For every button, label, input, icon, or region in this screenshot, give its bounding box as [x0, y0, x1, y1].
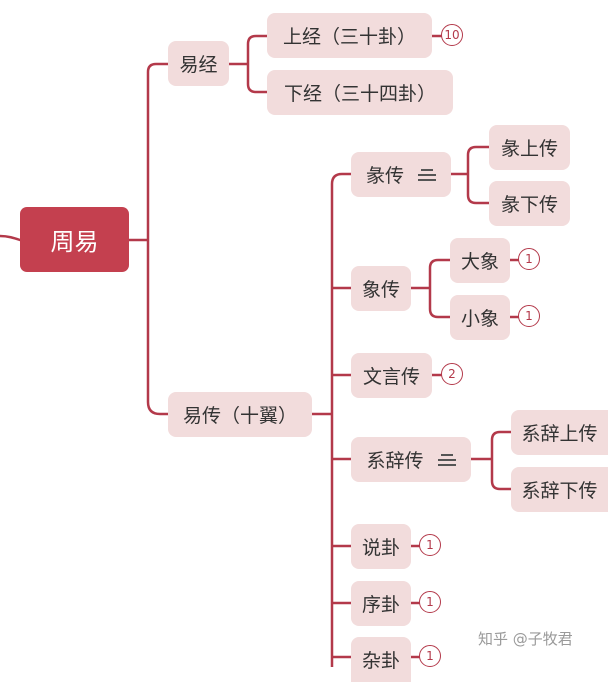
connector-jing: [227, 34, 269, 94]
node-zagua-label: 杂卦: [361, 650, 400, 672]
node-yizhuan-label: 易传（十翼）: [182, 405, 297, 427]
node-daxiang[interactable]: 大象: [450, 238, 510, 283]
note-count-badge[interactable]: 1: [518, 248, 540, 270]
connector-root-in: [0, 234, 22, 242]
node-tuanzhuan-label: 彖传: [365, 165, 404, 187]
note-count-badge[interactable]: 2: [441, 363, 463, 385]
note-count-badge[interactable]: 1: [419, 645, 441, 667]
node-xici[interactable]: 系辞传: [351, 437, 471, 482]
connector-lines: [0, 34, 520, 667]
node-xiaoxiang-label: 小象: [460, 308, 499, 330]
node-shangjing-label: 上经（三十卦）: [282, 26, 416, 48]
node-xugua[interactable]: 序卦: [351, 581, 411, 626]
node-xici-xia[interactable]: 系辞下传: [511, 467, 608, 512]
node-shangjing[interactable]: 上经（三十卦）: [267, 13, 432, 58]
node-xici-shang-label: 系辞上传: [521, 423, 598, 445]
node-shuogua[interactable]: 说卦: [351, 524, 411, 569]
node-xici-shang[interactable]: 系辞上传: [511, 410, 608, 455]
root-node[interactable]: 周易: [20, 207, 129, 272]
watermark: 知乎 @子牧君: [478, 630, 573, 648]
node-yijing-label: 易经: [179, 54, 218, 76]
node-xici-label: 系辞传: [366, 450, 424, 472]
node-tuan-xia-label: 彖下传: [500, 194, 558, 216]
notes-icon[interactable]: [437, 451, 456, 469]
note-count-badge[interactable]: 1: [419, 591, 441, 613]
node-daxiang-label: 大象: [460, 251, 499, 273]
node-wenyan-label: 文言传: [362, 366, 420, 388]
node-xiangzhuan[interactable]: 象传: [351, 266, 411, 311]
node-tuanzhuan[interactable]: 彖传: [351, 152, 451, 197]
node-zagua[interactable]: 杂卦: [351, 637, 411, 682]
node-xici-xia-label: 系辞下传: [521, 480, 598, 502]
connector-xici: [469, 430, 513, 491]
node-wenyan[interactable]: 文言传: [351, 353, 432, 398]
connector-tuan: [449, 145, 491, 205]
node-xiajing[interactable]: 下经（三十四卦）: [267, 70, 453, 115]
root-label: 周易: [50, 228, 99, 256]
node-tuan-shang-label: 彖上传: [500, 138, 558, 160]
node-xiajing-label: 下经（三十四卦）: [283, 83, 436, 105]
note-count-badge[interactable]: 1: [518, 305, 540, 327]
note-count-badge[interactable]: 1: [419, 534, 441, 556]
connector-xiang: [409, 258, 452, 319]
node-xiangzhuan-label: 象传: [361, 279, 400, 301]
node-tuan-shang[interactable]: 彖上传: [489, 125, 570, 170]
connector-badge-links: [409, 34, 520, 659]
node-yijing[interactable]: 易经: [168, 41, 229, 86]
node-tuan-xia[interactable]: 彖下传: [489, 181, 570, 226]
node-yizhuan[interactable]: 易传（十翼）: [168, 392, 312, 437]
connector-zhuan: [310, 172, 353, 667]
note-count-badge[interactable]: 10: [441, 24, 463, 46]
node-xugua-label: 序卦: [361, 594, 400, 616]
notes-icon[interactable]: [418, 166, 436, 184]
node-shuogua-label: 说卦: [361, 537, 400, 559]
connector-root-trunk: [127, 62, 170, 416]
node-xiaoxiang[interactable]: 小象: [450, 295, 510, 340]
